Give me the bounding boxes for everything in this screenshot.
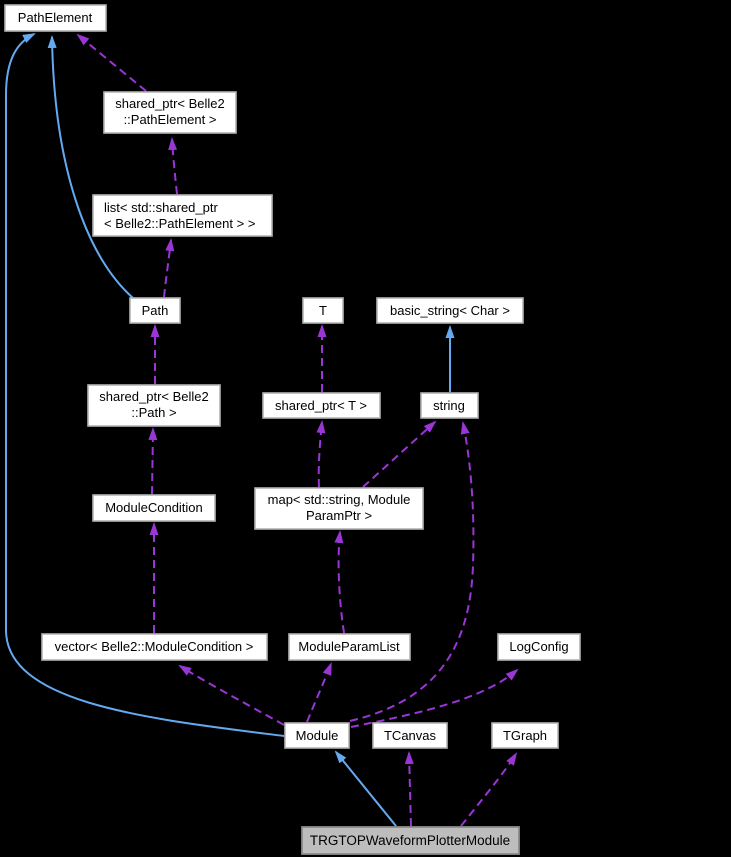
- edge-list-to-sharedptrpe: [168, 137, 178, 195]
- node-logconfig-label: LogConfig: [509, 639, 568, 654]
- node-module[interactable]: Module: [284, 722, 350, 749]
- node-shared-ptr-t[interactable]: shared_ptr< T >: [262, 392, 381, 419]
- edge-map-to-string: [362, 420, 437, 488]
- node-list-shared-ptr-line2: < Belle2::PathElement > >: [104, 216, 255, 231]
- node-shared-ptr-pathelement-line1: shared_ptr< Belle2: [115, 96, 225, 111]
- node-shared-ptr-path[interactable]: shared_ptr< Belle2 ::Path >: [87, 384, 221, 427]
- node-shared-ptr-pathelement[interactable]: shared_ptr< Belle2 ::PathElement >: [103, 91, 237, 134]
- node-list-shared-ptr-line1: list< std::shared_ptr: [104, 200, 218, 215]
- node-path-label: Path: [142, 303, 169, 318]
- node-moduleparamlist[interactable]: ModuleParamList: [288, 633, 411, 661]
- node-string[interactable]: string: [420, 392, 479, 419]
- edge-sharedptrpe-to-pathelement: [76, 33, 147, 92]
- node-shared-ptr-path-line1: shared_ptr< Belle2: [99, 389, 209, 404]
- node-map-line2: ParamPtr >: [306, 508, 372, 523]
- edge-module-to-moduleparamlist: [306, 662, 332, 723]
- edges: [5, 33, 519, 827]
- node-modulecondition[interactable]: ModuleCondition: [92, 494, 216, 522]
- edge-module-to-string: [349, 421, 475, 722]
- node-shared-ptr-path-line2: ::Path >: [131, 405, 176, 420]
- edge-module-to-vector: [178, 664, 285, 726]
- node-logconfig[interactable]: LogConfig: [497, 633, 581, 661]
- edge-map-to-sharedptrt: [316, 420, 326, 488]
- node-basic-string-label: basic_string< Char >: [390, 303, 510, 318]
- node-moduleparamlist-label: ModuleParamList: [298, 639, 400, 654]
- node-trgtopwaveformplottermodule[interactable]: TRGTOPWaveformPlotterModule: [301, 826, 520, 855]
- node-module-label: Module: [296, 728, 339, 743]
- edge-trgtop-to-tcanvas: [404, 751, 414, 827]
- edge-trgtop-to-tgraph: [460, 752, 518, 827]
- node-map-moduleparamptr[interactable]: map< std::string, Module ParamPtr >: [254, 487, 424, 530]
- edge-modulecondition-to-sharedptrpath: [148, 427, 158, 495]
- node-vector-label: vector< Belle2::ModuleCondition >: [55, 639, 254, 654]
- node-map-line1: map< std::string, Module: [268, 492, 411, 507]
- edge-path-to-pathelement: [47, 35, 134, 299]
- node-pathelement[interactable]: PathElement: [4, 4, 107, 32]
- node-trgtop-label: TRGTOPWaveformPlotterModule: [310, 833, 510, 848]
- node-tgraph[interactable]: TGraph: [491, 722, 559, 749]
- node-pathelement-label: PathElement: [18, 10, 93, 25]
- edge-module-to-logconfig: [350, 668, 519, 728]
- edge-path-to-list: [163, 238, 175, 298]
- node-shared-ptr-t-label: shared_ptr< T >: [275, 398, 367, 413]
- node-string-label: string: [433, 398, 465, 413]
- edge-module-to-pathelement: [5, 33, 285, 737]
- node-list-shared-ptr[interactable]: list< std::shared_ptr < Belle2::PathElem…: [92, 194, 273, 237]
- node-tgraph-label: TGraph: [503, 728, 547, 743]
- node-basic-string[interactable]: basic_string< Char >: [376, 297, 524, 324]
- node-modulecondition-label: ModuleCondition: [105, 500, 203, 515]
- node-tcanvas[interactable]: TCanvas: [372, 722, 448, 749]
- node-vector-modulecondition[interactable]: vector< Belle2::ModuleCondition >: [41, 633, 268, 661]
- edge-trgtop-to-module: [334, 750, 397, 827]
- node-shared-ptr-pathelement-line2: ::PathElement >: [124, 112, 217, 127]
- edge-moduleparamlist-to-map: [334, 530, 345, 634]
- node-t[interactable]: T: [302, 297, 344, 324]
- node-tcanvas-label: TCanvas: [384, 728, 437, 743]
- node-t-label: T: [319, 303, 327, 318]
- node-path[interactable]: Path: [129, 297, 181, 324]
